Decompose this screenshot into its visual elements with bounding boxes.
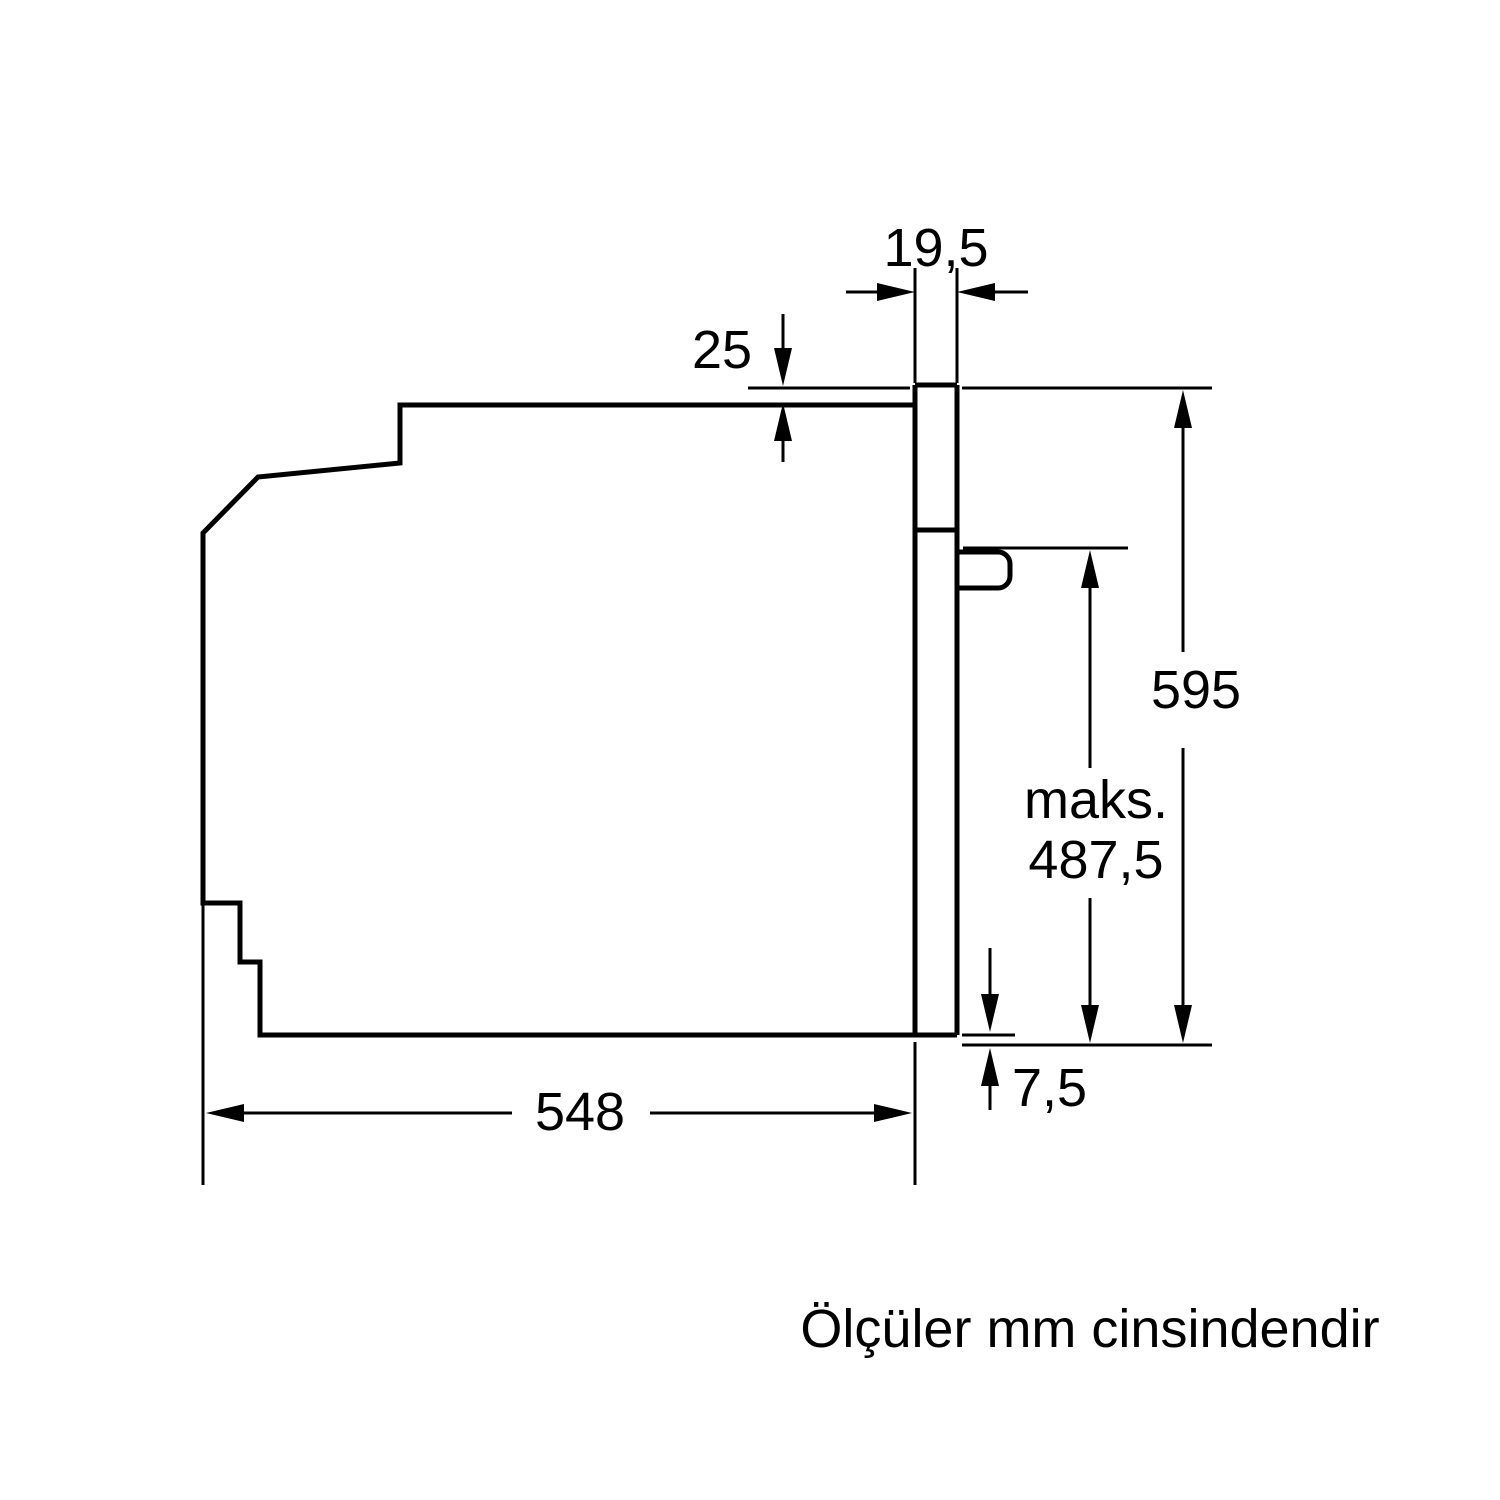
arrowhead-up-icon — [981, 1048, 999, 1086]
arrowhead-left-icon — [957, 283, 995, 301]
dim-top-offset: 25 — [692, 314, 792, 462]
oven-body — [200, 402, 915, 1038]
dim-label-height: 595 — [1151, 660, 1241, 720]
arrowhead-up-icon — [1081, 550, 1099, 588]
dim-door-width: 19,5 — [846, 218, 1028, 301]
dim-label-depth: 548 — [535, 1082, 625, 1142]
dim-label-top-offset: 25 — [692, 320, 752, 380]
dim-depth: 548 — [206, 1082, 912, 1142]
arrowhead-right-icon — [874, 1104, 912, 1122]
dim-bottom-gap: 7,5 — [981, 948, 1087, 1118]
control-knob — [954, 549, 1013, 591]
dim-label-max-height-word: maks. — [1024, 770, 1168, 830]
arrowhead-down-icon — [981, 994, 999, 1032]
dim-label-door-width: 19,5 — [883, 218, 988, 278]
oven-door-front — [912, 382, 1013, 1038]
extension-lines — [201, 268, 1212, 1185]
arrowhead-left-icon — [206, 1104, 244, 1122]
arrowhead-up-icon — [1174, 390, 1192, 428]
arrowhead-right-icon — [877, 283, 915, 301]
arrowhead-down-icon — [1174, 1005, 1192, 1043]
dim-label-max-height-value: 487,5 — [1028, 830, 1163, 890]
oven-body-outline — [200, 402, 915, 1038]
dim-height: 595 — [1151, 390, 1241, 1043]
arrowhead-down-icon — [1081, 1005, 1099, 1043]
arrowhead-down-icon — [774, 348, 792, 386]
units-caption: Ölçüler mm cinsindendir — [800, 1299, 1379, 1359]
dim-label-bottom-gap: 7,5 — [1012, 1058, 1087, 1118]
dim-max-height: maks. 487,5 — [1024, 550, 1168, 1043]
arrowhead-up-icon — [774, 403, 792, 441]
